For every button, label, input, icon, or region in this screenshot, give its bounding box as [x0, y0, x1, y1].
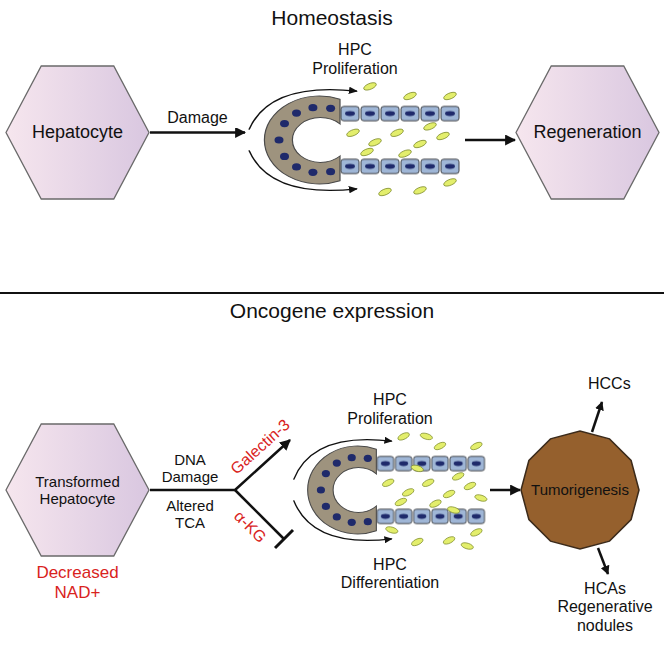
hpc-duct-node: HPC Proliferation [245, 80, 465, 200]
hpc-duct-node: HPC ProliferationHPC Differentiation [290, 430, 490, 550]
node-text: Tumorigenesis [524, 481, 636, 498]
node-text: HPC Proliferation [335, 391, 445, 428]
edge-label: DNA Damage [157, 451, 223, 486]
edge-label: Damage [158, 109, 238, 127]
node-text: HPC Proliferation [300, 41, 410, 78]
hpc-duct-illustration [294, 431, 488, 550]
node-text: Transformed Hepatocyte [23, 473, 133, 508]
hexagon-shape [6, 424, 149, 556]
hexagon-shape [6, 66, 149, 199]
text-label: HCCs [588, 375, 631, 393]
text-label: HCAs Regenerative nodules [553, 580, 658, 635]
hpc-duct-illustration [249, 81, 460, 197]
text-label: Oncogene expression [230, 299, 434, 323]
hepatocyte-hexagon: Hepatocyte [5, 65, 150, 200]
tumorigenesis-dodecagon: Tumorigenesis [520, 430, 640, 550]
dodecagon-shape [521, 431, 639, 549]
node-text: Decreased NAD+ [23, 563, 133, 602]
node-text: Regeneration [523, 122, 653, 143]
divider-line [0, 292, 664, 294]
regeneration-hexagon: Regeneration [515, 65, 660, 200]
node-text: HPC Differentiation [330, 556, 450, 593]
text-label: Altered TCA [157, 497, 223, 532]
arrow-connector [465, 139, 515, 142]
hexagon-shape [516, 66, 659, 199]
node-text: Hepatocyte [13, 122, 143, 143]
transformed-hepatocyte-hexagon: Transformed HepatocyteDecreased NAD+ [5, 423, 150, 557]
arrow-connector [490, 489, 520, 492]
text-label: Homeostasis [271, 6, 392, 30]
arrow-connector [150, 131, 245, 134]
text-label: Galectin-3 [227, 416, 293, 478]
text-label: α-KG [230, 507, 270, 547]
